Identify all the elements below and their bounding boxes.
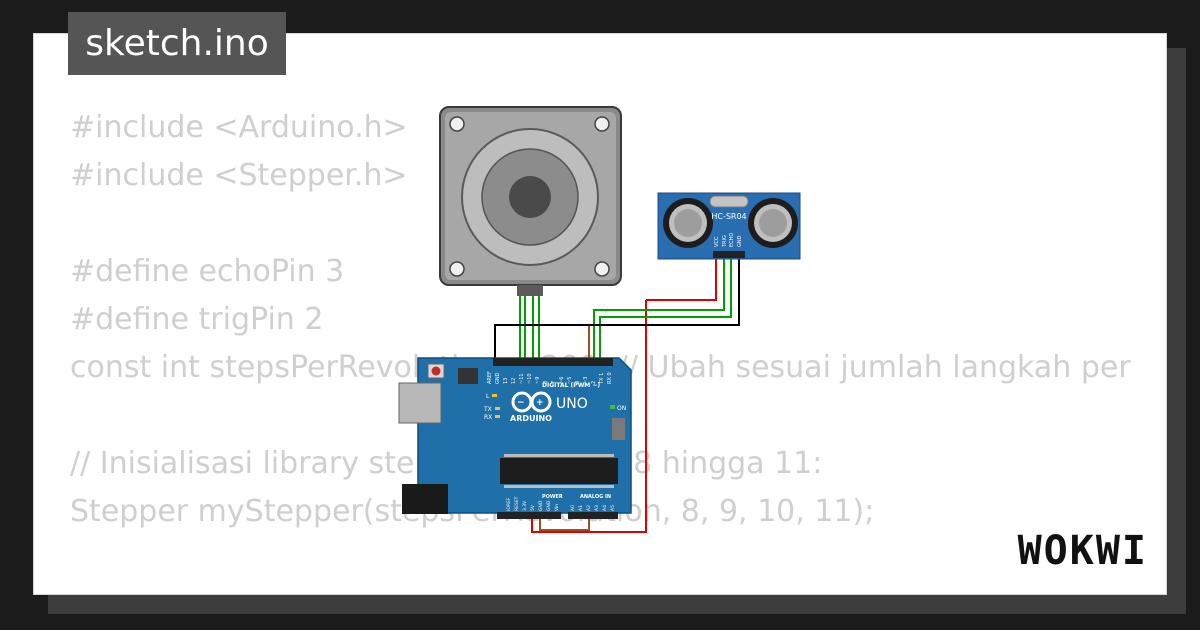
digital-header bbox=[493, 358, 613, 366]
file-tab-label: sketch.ino bbox=[85, 23, 269, 64]
usb-connector bbox=[398, 382, 442, 424]
sensor-pin-label: GND bbox=[737, 235, 743, 247]
pin-label: A4 bbox=[602, 505, 608, 511]
led-l-label: L bbox=[486, 393, 490, 400]
reset-button-icon bbox=[431, 366, 441, 376]
crystal-icon bbox=[709, 195, 749, 208]
analog-header bbox=[568, 512, 618, 519]
pin-label: 12 bbox=[511, 378, 517, 384]
code-line: #include <Stepper.h> bbox=[70, 158, 408, 193]
arduino-uno-board[interactable]: AREF GND 13 12 ~11 ~10 ~9 8 7 ~6 ~5 4 ~3… bbox=[398, 357, 632, 519]
digital-header-label: DIGITAL (PWM ~) bbox=[542, 382, 600, 389]
pin-label: RESET bbox=[514, 496, 520, 511]
pin-label: 2 bbox=[591, 381, 597, 384]
pin-label: A2 bbox=[586, 505, 592, 511]
pin-label: A1 bbox=[578, 505, 584, 511]
code-line: #define trigPin 2 bbox=[70, 302, 324, 337]
wokwi-logo: WOKWI bbox=[1017, 528, 1148, 574]
code-line: const int stepsPerRevolution = 200; // U… bbox=[70, 350, 1131, 385]
screw-hole-icon bbox=[594, 261, 610, 277]
code-line: #include <Arduino.h> bbox=[70, 110, 408, 145]
arduino-logo-text: ARDUINO bbox=[510, 414, 552, 423]
pin-label: ~11 bbox=[519, 373, 525, 384]
svg-text:−: − bbox=[517, 398, 525, 408]
code-line: #define echoPin 3 bbox=[70, 254, 345, 289]
pin-label: ~5 bbox=[567, 377, 573, 384]
pin-label: Vin bbox=[554, 504, 560, 511]
pin-label: 5V bbox=[530, 504, 536, 511]
power-header bbox=[497, 512, 561, 519]
code-line: void setup() { bbox=[70, 584, 1131, 594]
pin-label: IOREF bbox=[506, 497, 512, 511]
sensor-pin-label: VCC bbox=[714, 236, 720, 247]
pin-label: 8 bbox=[543, 381, 549, 384]
pin-label: ~10 bbox=[527, 373, 533, 384]
pin-label: A5 bbox=[610, 505, 616, 511]
pin-label: 3.3V bbox=[522, 500, 528, 511]
power-header-label: POWER bbox=[542, 494, 563, 500]
board-model-label: UNO bbox=[556, 396, 588, 412]
pin-label: A3 bbox=[594, 505, 600, 511]
analog-header-label: ANALOG IN bbox=[580, 494, 611, 500]
pin-label: GND bbox=[495, 372, 501, 384]
arduino-infinity-icon bbox=[511, 391, 552, 413]
file-tab[interactable]: sketch.ino bbox=[68, 12, 286, 75]
svg-text:+: + bbox=[536, 398, 544, 408]
sensor-model-label: HC-SR04 bbox=[711, 212, 746, 221]
stepper-motor[interactable] bbox=[439, 106, 622, 296]
pin-label: 4 bbox=[575, 381, 581, 384]
pin-label: A0 bbox=[570, 505, 576, 511]
sensor-pin-label: ECHO bbox=[729, 233, 735, 247]
pin-label: GND bbox=[538, 500, 544, 511]
pin-label: GND bbox=[546, 500, 552, 511]
pin-label: AREF bbox=[487, 371, 493, 384]
pin-label: RX 0 bbox=[607, 372, 613, 384]
screw-hole-icon bbox=[449, 116, 465, 132]
ultrasonic-sensor[interactable]: HC-SR04 VCC TRIG ECHO GND bbox=[657, 192, 801, 260]
led-on-label: ON bbox=[617, 405, 626, 412]
led-rx-label: RX bbox=[484, 414, 492, 421]
led-tx-label: TX bbox=[483, 406, 492, 413]
pin-label: ~6 bbox=[559, 377, 565, 384]
power-jack bbox=[402, 484, 448, 514]
pin-label: ~3 bbox=[583, 377, 589, 384]
sensor-pin-label: TRIG bbox=[722, 235, 728, 248]
screw-hole-icon bbox=[449, 261, 465, 277]
pin-label: 13 bbox=[503, 378, 509, 384]
pin-label: ~9 bbox=[535, 377, 541, 384]
microcontroller-chip bbox=[500, 458, 618, 484]
pin-label: TX 1 bbox=[599, 373, 605, 385]
screw-hole-icon bbox=[594, 116, 610, 132]
pin-label: 7 bbox=[551, 381, 557, 384]
